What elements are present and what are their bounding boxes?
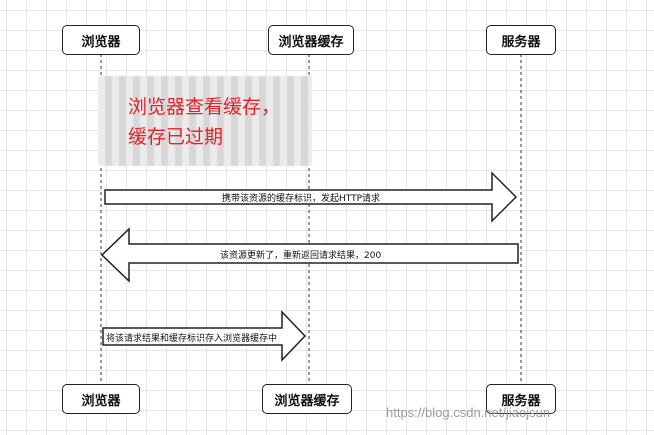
note-line-2: 缓存已过期 <box>128 126 224 148</box>
participant-server-bottom: 服务器 <box>486 384 556 414</box>
participant-cache-top: 浏览器缓存 <box>268 25 354 55</box>
request-arrow <box>104 171 518 223</box>
note-text: 浏览器查看缓存， 缓存已过期 <box>128 92 280 152</box>
response-arrow <box>100 227 519 283</box>
response-label: 该资源更新了，重新返回请求结果，200 <box>220 251 382 261</box>
note-line-1: 浏览器查看缓存， <box>128 96 281 118</box>
participant-browser-top: 浏览器 <box>62 25 140 55</box>
store-label: 将该请求结果和缓存标识存入浏览器缓存中 <box>106 334 278 344</box>
watermark: https://blog.csdn.net/jiaojsun <box>386 405 551 420</box>
store-arrow <box>102 310 307 362</box>
participant-cache-bottom: 浏览器缓存 <box>262 384 352 414</box>
request-label: 携带该资源的缓存标识，发起HTTP请求 <box>222 194 381 204</box>
participant-browser-bottom: 浏览器 <box>62 384 140 414</box>
participant-server-top: 服务器 <box>486 25 556 55</box>
note-background <box>98 76 312 166</box>
